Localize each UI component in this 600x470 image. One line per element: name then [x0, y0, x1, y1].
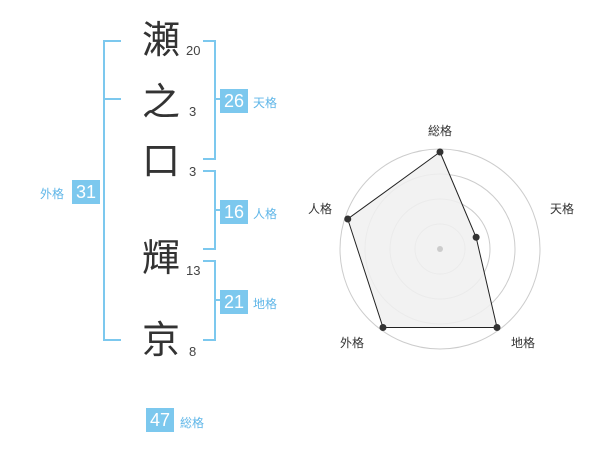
radar-point — [379, 323, 387, 331]
name-char-2: 之 — [141, 80, 180, 124]
soukaku-value: 47 — [146, 408, 174, 432]
radar-point — [436, 148, 444, 156]
radar-point — [344, 215, 352, 223]
jinkaku-bracket-tick — [214, 209, 222, 211]
radar-label-jinkaku: 人格 — [308, 202, 333, 216]
name-char-3: 口 — [141, 139, 180, 183]
tenkaku-bracket — [203, 40, 216, 160]
tenkaku-label: 天格 — [253, 96, 278, 110]
soukaku-label: 総格 — [180, 416, 205, 430]
radar-center-dot — [437, 246, 443, 252]
name-char-5: 京 — [141, 318, 180, 362]
radar-label-gaikaku: 外格 — [340, 336, 365, 350]
radar-area — [347, 151, 498, 328]
name-char-1: 瀬 — [141, 18, 180, 62]
gaikaku-bracket-tick — [103, 98, 121, 100]
gaikaku-value: 31 — [72, 180, 100, 204]
radar-point — [493, 323, 501, 331]
jinkaku-value: 16 — [220, 200, 248, 224]
stroke-count-5: 8 — [189, 344, 197, 359]
radar-point — [472, 233, 480, 241]
jinkaku-label: 人格 — [253, 207, 278, 221]
stroke-count-3: 3 — [189, 164, 197, 179]
stroke-count-4: 13 — [186, 263, 201, 278]
radar-label-tenkaku: 天格 — [550, 202, 575, 216]
radar-label-soukaku: 総格 — [428, 124, 453, 138]
gaikaku-bracket — [103, 40, 121, 341]
radar-points — [344, 148, 501, 331]
stroke-count-1: 20 — [186, 43, 201, 58]
tenkaku-value: 26 — [220, 89, 248, 113]
radar-label-chikaku: 地格 — [511, 336, 536, 350]
chikaku-bracket-tick — [214, 299, 222, 301]
name-char-4: 輝 — [141, 236, 180, 280]
stroke-count-2: 3 — [189, 104, 197, 119]
chikaku-label: 地格 — [253, 297, 278, 311]
gaikaku-label: 外格 — [40, 187, 65, 201]
tenkaku-bracket-tick — [214, 98, 222, 100]
chikaku-value: 21 — [220, 290, 248, 314]
